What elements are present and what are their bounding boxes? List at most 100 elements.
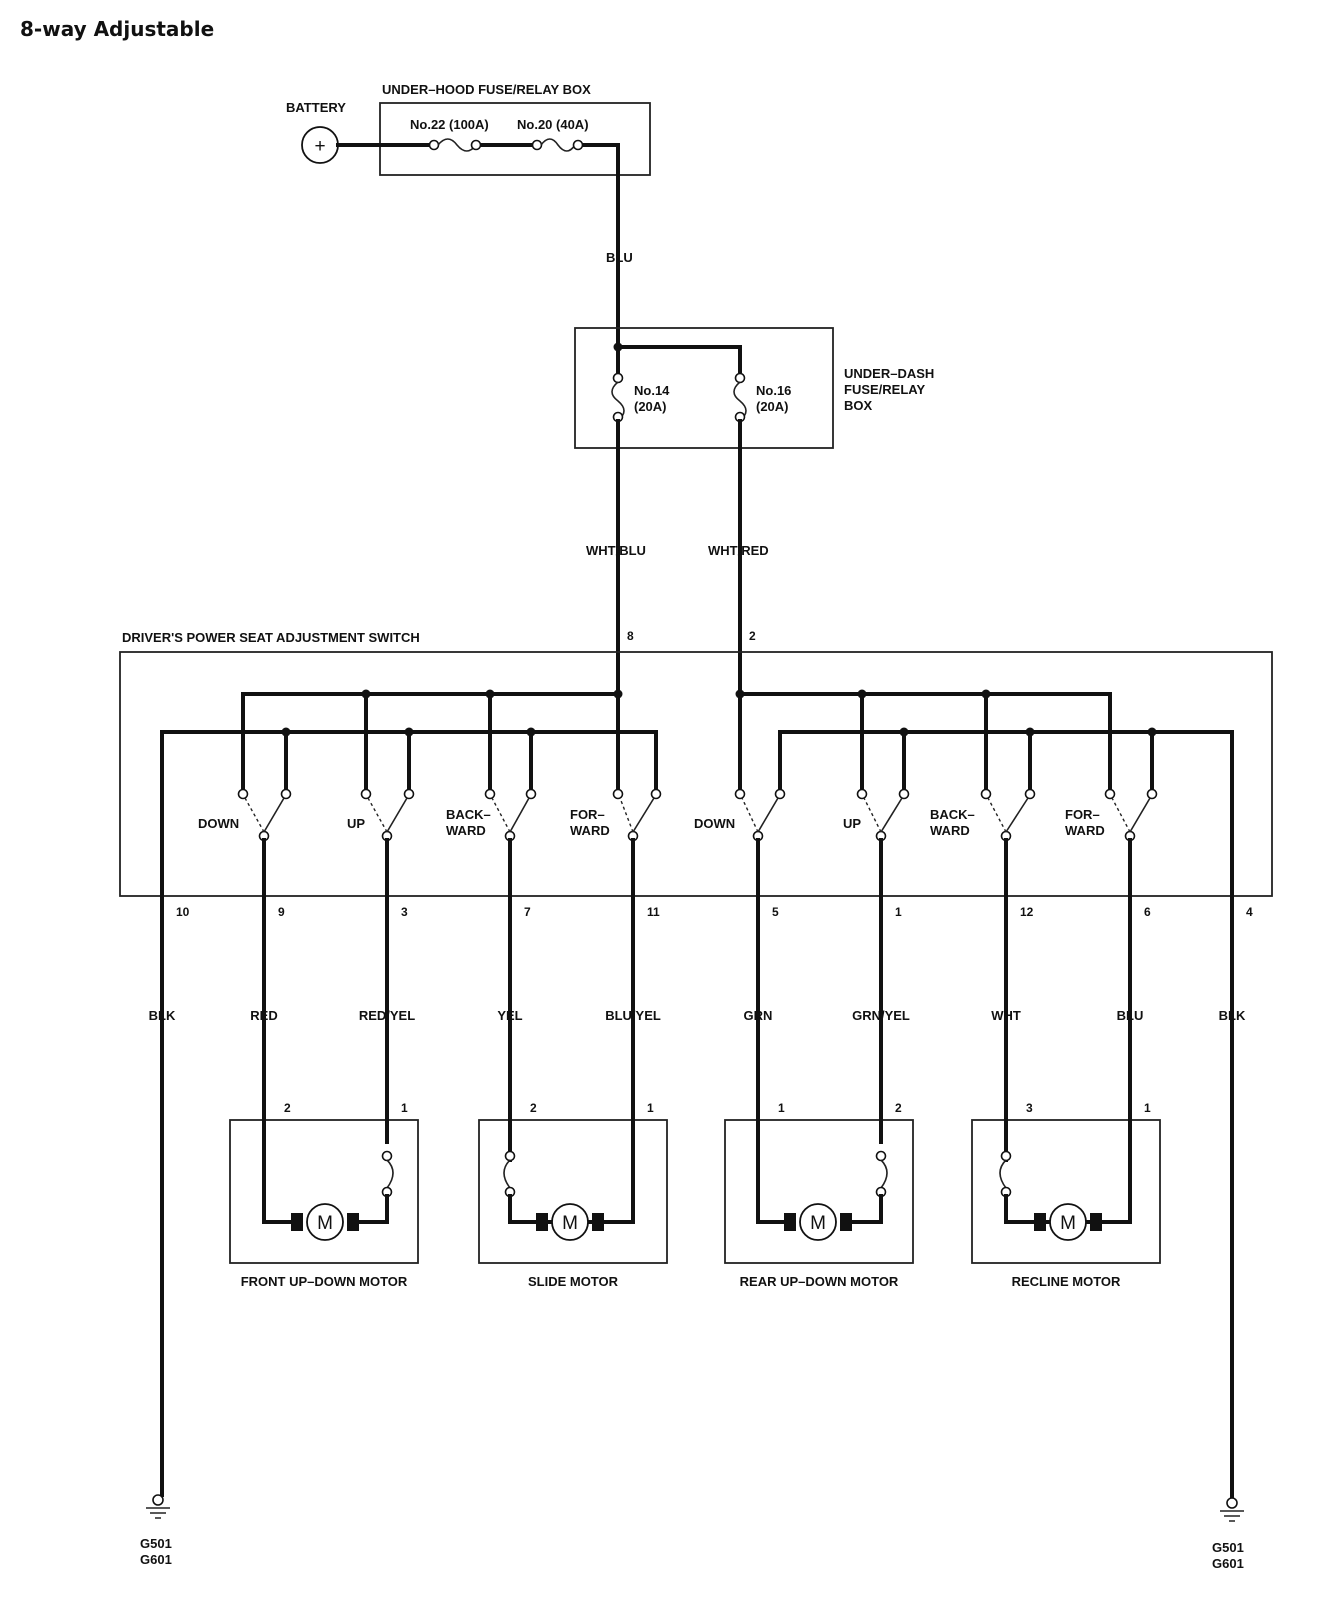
motor-wire [1036, 1118, 1132, 1224]
wire-color-label: GRN [744, 1008, 773, 1023]
diagram-title: 8-way Adjustable [20, 17, 214, 41]
motor-symbol: M [562, 1213, 578, 1234]
switch-output-pin: 9 [278, 905, 285, 919]
motor-brush-icon [347, 1213, 359, 1231]
junction-dot [981, 689, 991, 699]
switch-position-label: WARD [1065, 823, 1105, 838]
switch-contact-power [734, 788, 746, 800]
under-dash-bus [616, 345, 742, 373]
switch-label: DRIVER'S POWER SEAT ADJUSTMENT SWITCH [122, 630, 420, 645]
switch-contact-power [484, 788, 496, 800]
switch-blade [1129, 797, 1151, 833]
motor-wire [846, 1194, 883, 1224]
junction-dot [857, 689, 867, 699]
junction-dot [1025, 727, 1035, 737]
switch-position-label: DOWN [694, 816, 735, 831]
switch-output-pin: 12 [1020, 905, 1034, 919]
fuse-no14-icon [611, 372, 625, 423]
fuse-no16-label-1: No.16 [756, 383, 791, 398]
blu-wire-label: BLU [606, 250, 633, 265]
output-wires: 10BLK9RED3RED/YEL7YEL11BLU/YEL5GRN1GRN/Y… [149, 838, 1253, 1182]
switch-output-pin: 7 [524, 905, 531, 919]
switch-position-label: WARD [446, 823, 486, 838]
switch-contact-ground [898, 788, 910, 800]
switch-contact-ground [1146, 788, 1158, 800]
switch-contact-power [1104, 788, 1116, 800]
circuit-breaker-icon [503, 1159, 511, 1189]
motor-icon [799, 1203, 837, 1241]
switch-output-pin: 1 [895, 905, 902, 919]
switch-blade [509, 797, 530, 833]
under-dash-fuse-box [574, 327, 834, 449]
motor-name-label: RECLINE MOTOR [1012, 1274, 1121, 1289]
switch-output-pin: 5 [772, 905, 779, 919]
switch-blade [632, 797, 655, 833]
switch-contact-power [237, 788, 249, 800]
under-dash-label-1: UNDER–DASH [844, 366, 934, 381]
motor-wire [262, 1118, 297, 1224]
motor-icon [551, 1203, 589, 1241]
under-hood-box-label: UNDER–HOOD FUSE/RELAY BOX [382, 82, 591, 97]
fuse-no20-label: No.20 (40A) [517, 117, 589, 132]
under-dash-label-3: BOX [844, 398, 873, 413]
wire-color-label: WHT [991, 1008, 1021, 1023]
fuse-no14-label-2: (20A) [634, 399, 667, 414]
switch-3: BACK–WARD [446, 692, 537, 842]
motor-brush-icon [291, 1213, 303, 1231]
switch-contact-power [980, 788, 992, 800]
switch-contact-ground [650, 788, 662, 800]
under-hood-fuse-box [379, 102, 651, 176]
motor-pin-label: 2 [530, 1101, 537, 1115]
motor-name-label: FRONT UP–DOWN MOTOR [241, 1274, 408, 1289]
motor-symbol: M [810, 1213, 826, 1234]
junction-dot [899, 727, 909, 737]
wire-color-label: GRN/YEL [852, 1008, 910, 1023]
wht-red-label: WHT/RED [708, 543, 769, 558]
switch-blade-alt [367, 797, 388, 833]
circuit-breaker-icon [999, 1159, 1007, 1189]
motor-pin-label: 2 [895, 1101, 902, 1115]
junction-dot [1147, 727, 1157, 737]
switch-6: UP [843, 692, 910, 842]
switch-blade-alt [491, 797, 511, 833]
motor-brush-icon [536, 1213, 548, 1231]
junction-dot [404, 727, 414, 737]
junction-dot [361, 689, 371, 699]
motor-brush-icon [784, 1213, 796, 1231]
battery-label: BATTERY [286, 100, 346, 115]
wire-color-label: RED/YEL [359, 1008, 415, 1023]
switch-8: FOR–WARD [1065, 692, 1158, 842]
switch-contact-power [612, 788, 624, 800]
switch-blade-alt [863, 797, 882, 833]
wire-color-label: BLU [1117, 1008, 1144, 1023]
switch-blade-alt [619, 797, 634, 833]
switch-blade [880, 797, 903, 833]
switch-position-label: WARD [570, 823, 610, 838]
motor-box [229, 1119, 419, 1264]
fuse-no16-label-2: (20A) [756, 399, 789, 414]
switch-1: DOWN [198, 692, 292, 842]
switch-2: UP [347, 692, 415, 842]
motor-box [478, 1119, 668, 1264]
switch-7: BACK–WARD [930, 692, 1036, 842]
switch-position-label: BACK– [930, 807, 975, 822]
switch-contact-ground [1024, 788, 1036, 800]
wire-color-label: YEL [497, 1008, 522, 1023]
motor-name-label: REAR UP–DOWN MOTOR [740, 1274, 899, 1289]
switch-position-label: FOR– [1065, 807, 1100, 822]
motor-brush-icon [1034, 1213, 1046, 1231]
motor-pin-label: 1 [647, 1101, 654, 1115]
switch-position-label: BACK– [446, 807, 491, 822]
switch-contact-ground [525, 788, 537, 800]
junction-dot [613, 689, 623, 699]
switch-output-pin: 3 [401, 905, 408, 919]
switch-blade [263, 797, 285, 833]
switch-output-pin: 6 [1144, 905, 1151, 919]
motor-brush-icon [592, 1213, 604, 1231]
motor-brush-icon [1090, 1213, 1102, 1231]
motor-box [724, 1119, 914, 1264]
